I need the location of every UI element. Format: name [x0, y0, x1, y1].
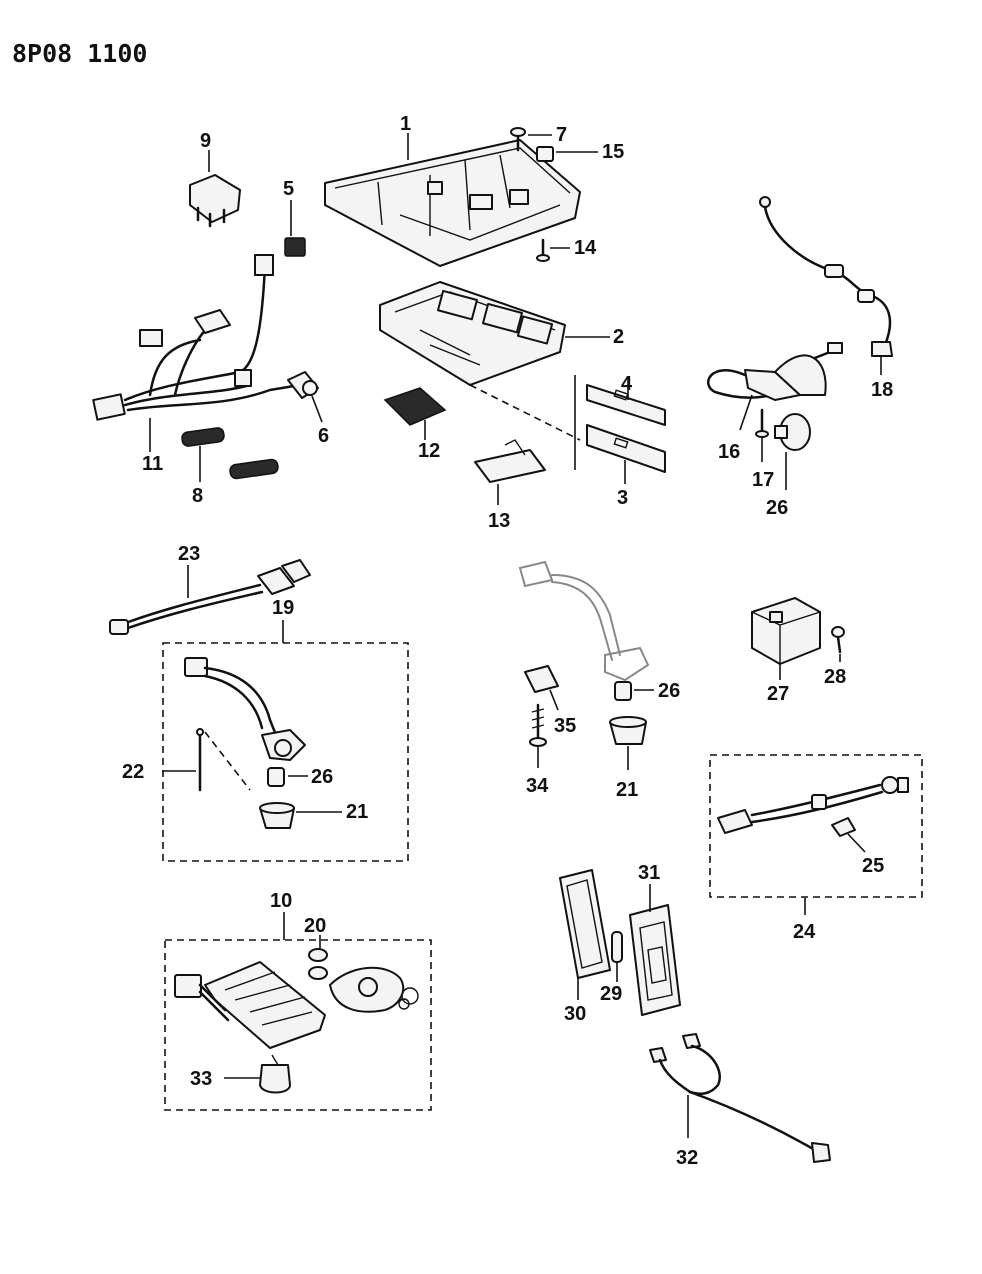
part-26-bulb-box19: [267, 767, 285, 787]
callout-13: 13: [488, 510, 510, 532]
part-32-harness: [649, 1033, 831, 1163]
callout-5: 5: [283, 178, 294, 200]
group-19-box: [162, 642, 409, 862]
part-7-screw: [510, 127, 526, 152]
callout-28: 28: [824, 666, 846, 688]
part-12-lens-cover: [383, 387, 447, 426]
callout-19: 19: [272, 597, 294, 619]
callout-10: 10: [270, 890, 292, 912]
callout-26-box19: 26: [311, 766, 333, 788]
part-22-pin: [196, 728, 204, 792]
callout-2: 2: [613, 326, 624, 348]
part-ghost-harness: [518, 560, 650, 682]
callout-22: 22: [122, 761, 144, 783]
part-34-screw: [529, 703, 547, 747]
callout-21-center: 21: [616, 779, 638, 801]
part-6-bulb-socket: [287, 371, 319, 399]
group-24-box: [709, 754, 923, 898]
callout-25: 25: [862, 855, 884, 877]
callout-12: 12: [418, 440, 440, 462]
part-key-fob: [329, 966, 419, 1013]
callout-11: 11: [142, 453, 163, 475]
callout-14: 14: [574, 237, 597, 259]
part-10-keyless-receiver: [174, 961, 326, 1049]
callout-30: 30: [564, 1003, 586, 1025]
callout-27: 27: [767, 683, 789, 705]
part-11-wiring-harness: [92, 254, 302, 421]
part-25-bulb: [831, 817, 856, 837]
part-1-console-housing: [324, 139, 581, 267]
callout-26-top: 26: [766, 497, 788, 519]
callout-3: 3: [617, 487, 628, 509]
part-18-cable: [759, 196, 893, 357]
callout-15: 15: [602, 141, 624, 163]
callout-29: 29: [600, 983, 622, 1005]
part-24-harness: [717, 776, 909, 834]
callout-33: 33: [190, 1068, 212, 1090]
part-35-clip-nut: [524, 665, 559, 693]
callout-9: 9: [200, 130, 211, 152]
part-4-lens: [586, 384, 666, 426]
callout-1: 1: [400, 113, 411, 135]
part-21-socket-center: [609, 716, 647, 745]
callout-20: 20: [304, 915, 326, 937]
part-3-lens: [586, 424, 666, 473]
part-17-screw: [755, 408, 769, 438]
callout-26-center: 26: [658, 680, 680, 702]
callout-23: 23: [178, 543, 200, 565]
part-26-bulb-center: [614, 681, 632, 701]
part-26-bulb: [774, 413, 811, 451]
callout-16: 16: [718, 441, 740, 463]
part-29-bulb: [611, 931, 623, 963]
callout-6: 6: [318, 425, 329, 447]
part-28-bulb: [831, 626, 845, 654]
part-13-bracket: [474, 439, 546, 483]
part-27-control-module: [751, 597, 821, 665]
callout-7: 7: [556, 124, 567, 146]
callout-18: 18: [871, 379, 893, 401]
callout-35: 35: [554, 715, 576, 737]
part-14-screw: [536, 238, 550, 262]
callout-31: 31: [638, 862, 660, 884]
part-20-cap: [308, 948, 328, 980]
part-2-switch-bezel: [379, 281, 566, 386]
part-16-courtesy-lamp: [707, 342, 843, 401]
callout-21-box19: 21: [346, 801, 368, 823]
diagram-id: 8P08 1100: [12, 39, 147, 68]
part-33-bulb: [259, 1054, 291, 1094]
part-9-relay: [189, 174, 241, 228]
callout-17: 17: [752, 469, 774, 491]
part-15-clip: [536, 146, 554, 162]
group-10-box: [164, 939, 432, 1111]
part-8-lens: [181, 427, 279, 480]
callout-4: 4: [621, 373, 633, 395]
part-23-extension-cable: [109, 559, 311, 635]
callout-24: 24: [793, 921, 816, 943]
part-19-socket-harness: [184, 657, 306, 761]
callout-32: 32: [676, 1147, 698, 1169]
part-31-lamp-housing: [629, 904, 681, 1016]
callout-8: 8: [192, 485, 203, 507]
part-30-lens-frame: [559, 869, 611, 979]
part-21-socket-box19: [259, 802, 295, 829]
callout-34: 34: [526, 775, 549, 797]
part-5-switch: [284, 237, 306, 257]
